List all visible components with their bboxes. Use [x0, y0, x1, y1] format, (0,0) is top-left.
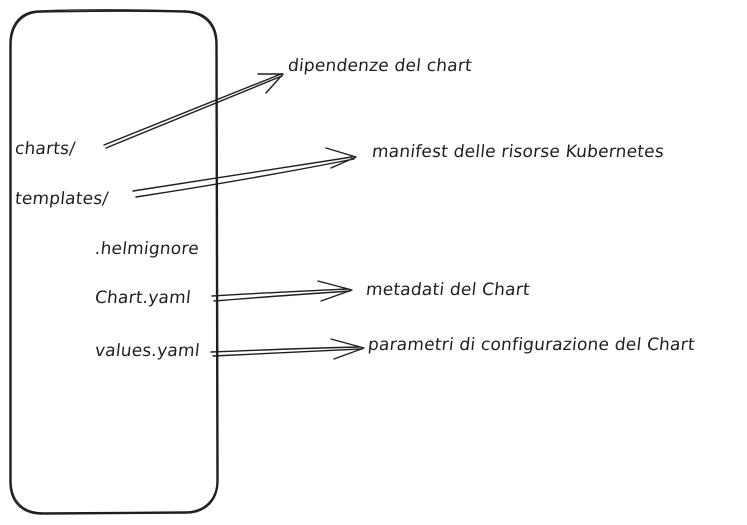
entry-helmignore-label: .helmignore	[93, 239, 200, 259]
annotation-chart-yaml: metadati del Chart	[364, 280, 531, 300]
annotation-values-yaml: parametri di configurazione del Chart	[366, 335, 696, 355]
arrow-values-yaml	[210, 338, 365, 360]
entry-values-yaml-label: values.yaml	[93, 341, 201, 361]
folder-container	[9, 9, 219, 515]
annotation-templates: manifest delle risorse Kubernetes	[370, 142, 665, 162]
arrow-templates	[132, 147, 357, 198]
entry-templates-label: templates/	[13, 189, 110, 209]
entry-charts-label: charts/	[13, 139, 77, 159]
arrow-charts	[103, 73, 284, 149]
entry-chart-yaml-label: Chart.yaml	[93, 288, 192, 308]
arrow-chart-yaml	[211, 280, 353, 302]
annotation-charts: dipendenze del chart	[286, 56, 473, 76]
